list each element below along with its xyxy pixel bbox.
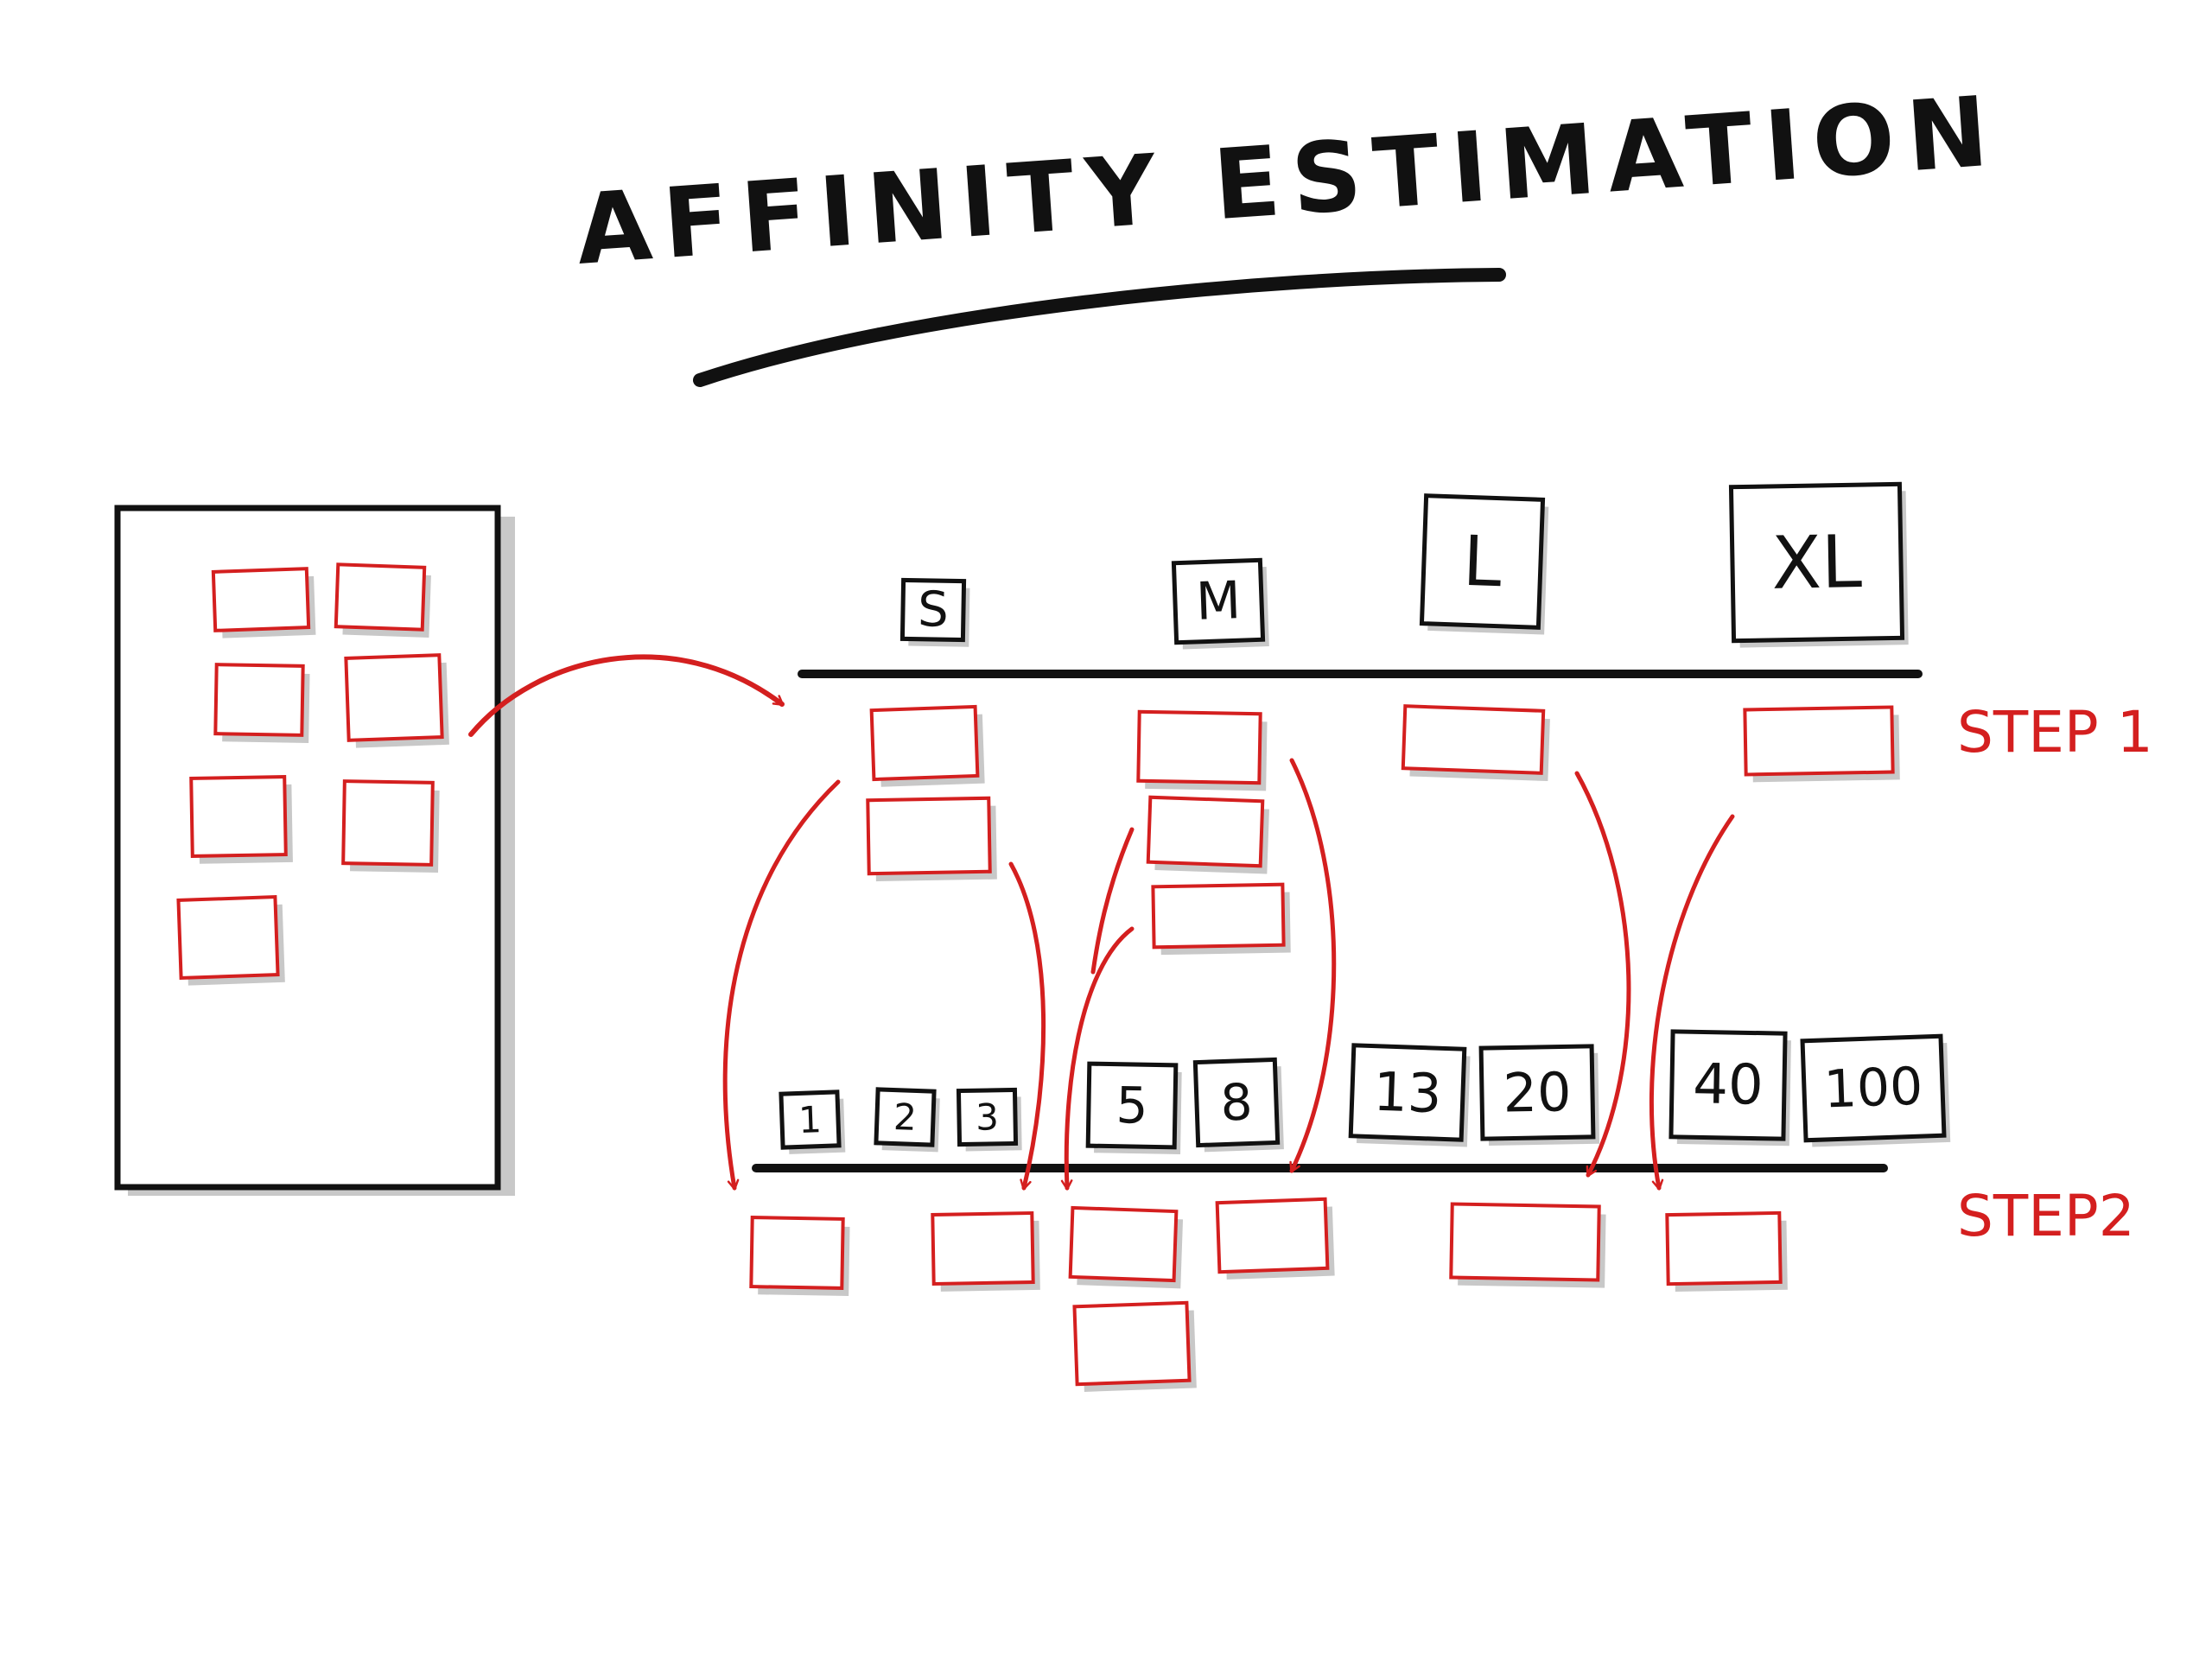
size-cards: S M L XL — [899, 481, 1909, 650]
arrow-m-to-5a — [1090, 827, 1135, 975]
value-card-2: 2 — [874, 1087, 940, 1153]
step1-card — [1151, 882, 1291, 956]
arrow-m-to-8 — [1289, 758, 1337, 1173]
size-card-m-label: M — [1195, 570, 1242, 632]
step1-card — [1743, 705, 1900, 783]
size-card-s-label: S — [918, 581, 950, 638]
value-card-3-label: 3 — [976, 1096, 1000, 1138]
diagram-title: AFFINITY ESTIMATION — [573, 75, 2004, 287]
step1-card — [866, 796, 997, 882]
size-card-xl-label: XL — [1770, 519, 1862, 606]
value-card-1-label: 1 — [798, 1098, 822, 1141]
value-card-13-label: 13 — [1372, 1060, 1442, 1126]
backlog-card — [213, 663, 310, 744]
value-card-100-label: 100 — [1823, 1057, 1924, 1121]
value-card-2-label: 2 — [893, 1096, 917, 1139]
size-card-xl: XL — [1728, 481, 1909, 648]
value-card-13: 13 — [1348, 1043, 1471, 1147]
redistribution-arrows — [722, 758, 1735, 1191]
step1-cards — [866, 704, 1900, 956]
size-card-m: M — [1171, 557, 1269, 650]
backlog-card — [189, 775, 293, 864]
arrow-xl-to-40 — [1649, 814, 1735, 1191]
step2-label: STEP2 — [1957, 1183, 2135, 1249]
value-card-8-label: 8 — [1219, 1072, 1253, 1132]
backlog-card — [334, 562, 431, 638]
value-card-40: 40 — [1669, 1029, 1791, 1147]
value-card-1: 1 — [779, 1089, 846, 1154]
title-underline — [693, 268, 1506, 387]
step1-card — [1136, 709, 1268, 791]
step1-label: STEP 1 — [1957, 699, 2153, 765]
backlog-card — [211, 567, 316, 638]
step2-card — [1215, 1197, 1335, 1280]
size-card-s: S — [899, 577, 970, 647]
move-to-step1-arrow — [468, 654, 785, 737]
value-cards: 1 2 3 5 8 13 20 40 100 — [779, 1029, 1951, 1154]
size-card-l-label: L — [1462, 521, 1503, 603]
value-card-20-label: 20 — [1503, 1060, 1572, 1124]
step2-card — [1072, 1300, 1197, 1392]
backlog-card — [176, 895, 285, 986]
step1-card — [1146, 795, 1269, 874]
step2-card — [1665, 1210, 1788, 1292]
step2-card — [749, 1216, 850, 1297]
step1-card — [869, 704, 985, 787]
size-card-l: L — [1419, 493, 1549, 635]
step2-card — [1449, 1202, 1606, 1288]
backlog-cards — [176, 562, 449, 986]
value-card-5-label: 5 — [1116, 1076, 1148, 1135]
value-card-100: 100 — [1800, 1033, 1951, 1147]
backlog-card — [344, 653, 449, 748]
step1-card — [1401, 704, 1550, 782]
value-card-40-label: 40 — [1693, 1052, 1764, 1117]
step2-cards — [749, 1197, 1788, 1392]
step2-card — [1068, 1205, 1184, 1289]
arrow-m-to-5b — [1060, 926, 1135, 1191]
value-card-20: 20 — [1478, 1044, 1600, 1146]
backlog-card — [341, 779, 440, 873]
arrow-s-to-1 — [722, 779, 841, 1191]
step2-card — [931, 1210, 1040, 1292]
arrow-l-to-20 — [1574, 771, 1631, 1178]
value-card-5: 5 — [1085, 1061, 1182, 1154]
backlog-board — [114, 505, 515, 1196]
value-card-3: 3 — [956, 1087, 1022, 1152]
value-card-8: 8 — [1192, 1057, 1284, 1153]
arrow-s-to-3 — [1008, 861, 1046, 1191]
